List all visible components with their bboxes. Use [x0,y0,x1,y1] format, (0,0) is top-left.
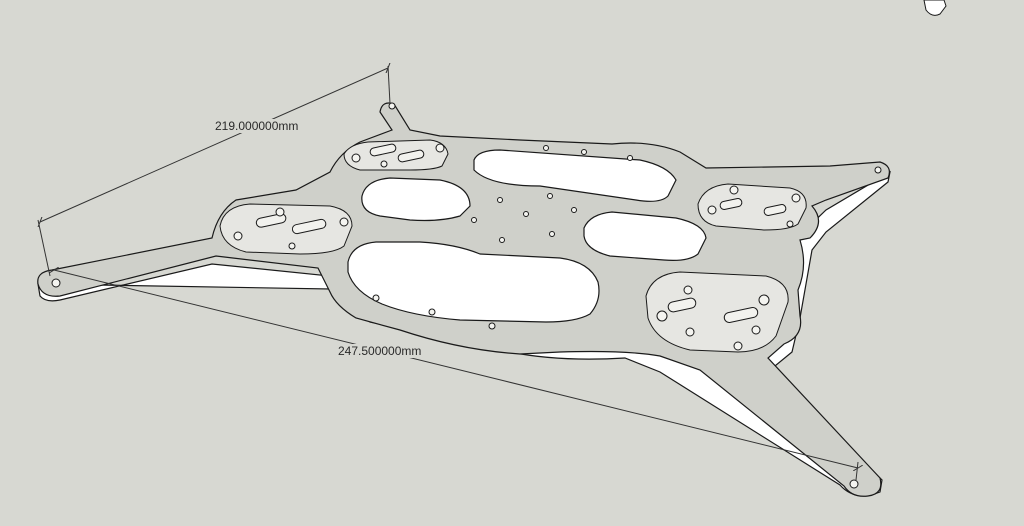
dimension-width-label: 219.000000mm [213,119,301,133]
cutout-right-small [583,211,707,261]
dimension-width [38,66,390,277]
dimension-length-label: 247.500000mm [336,344,424,358]
dimension-length [54,270,858,481]
pocket-bottom-right [645,271,789,353]
cutout-top-right [473,149,677,202]
pocket-right [697,183,807,231]
pocket-top-left [343,139,449,171]
partial-object [923,0,947,16]
cutout-left-small [361,177,471,222]
pocket-left [219,203,353,255]
